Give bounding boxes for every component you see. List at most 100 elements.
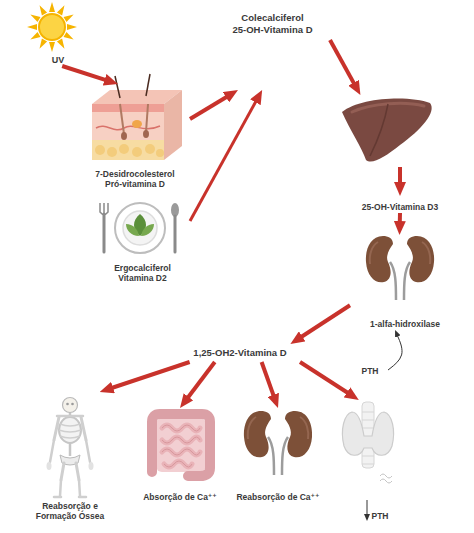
skin-icon [92, 112, 164, 140]
node-text: 25-OH-Vitamina D [232, 24, 312, 36]
sun-node: UV [28, 0, 88, 66]
liver-icon [370, 104, 388, 156]
thyroid-node: PTH [330, 400, 410, 522]
skeleton-icon [89, 462, 94, 470]
intestine-node: Absorção de Ca⁺⁺ [135, 408, 225, 503]
node-text: 25-OH-Vitamina D3 [362, 202, 438, 213]
skin-icon [119, 144, 129, 154]
plate-icon [103, 214, 106, 252]
thyroid-icon [380, 474, 392, 483]
skin-icon [132, 120, 142, 128]
intestine-icon [162, 425, 200, 467]
skeleton-icon [60, 480, 61, 496]
kidney-icon [244, 411, 312, 475]
node-text: 7-Desidrocolesterol [95, 169, 174, 180]
skin-icon [121, 132, 127, 140]
skeleton-icon [86, 440, 90, 462]
sun-icon [57, 38, 67, 50]
node-text: Vitamina D2 [118, 273, 167, 284]
node-text: Reabsorção e Formação Óssea [28, 501, 113, 522]
skeleton-icon [76, 463, 79, 480]
hormone-label: PTH [352, 364, 388, 378]
sun-icon [29, 32, 41, 42]
skin-icon [92, 74, 182, 160]
skin-icon [107, 147, 117, 157]
thyroid-icon [367, 500, 368, 515]
flow-arrow [262, 362, 275, 398]
intestine-icon [162, 425, 200, 467]
flow-arrow [330, 40, 355, 85]
sun-icon [37, 38, 47, 50]
flow-arrow [110, 362, 189, 389]
sun-icon [63, 12, 75, 22]
node-text: Reabsorção de Ca⁺⁺ [236, 492, 319, 503]
skin-icon [145, 144, 155, 154]
skeleton-icon [66, 403, 69, 406]
skeleton-icon [59, 417, 81, 443]
intestine-icon [152, 414, 210, 476]
skin-node: 7-DesidrocolesterolPró-vitamina D [80, 84, 190, 190]
flow-arrow [190, 100, 257, 221]
node-text: Pró-vitamina D [105, 179, 165, 190]
kidney-node: Reabsorção de Ca⁺⁺ [233, 408, 323, 503]
sun-icon [49, 42, 55, 52]
compound-label: Colecalciferol25-OH-Vitamina D [215, 12, 330, 90]
node-text: Absorção de Ca⁺⁺ [143, 492, 217, 503]
intestine-icon [156, 418, 206, 472]
thyroid-icon [342, 412, 393, 455]
skin-icon [164, 90, 182, 160]
liver-icon [398, 167, 402, 185]
flow-arrow [398, 213, 402, 224]
node-text: 1-alfa-hidroxilase [370, 319, 440, 330]
sun-icon [63, 32, 75, 42]
liver-node: 25-OH-Vitamina D3 [340, 95, 460, 213]
skin-icon [92, 140, 164, 160]
liver-icon [342, 98, 432, 185]
regulation-arrow [388, 336, 402, 370]
sun-icon [27, 2, 77, 52]
compound-label: 1,25-OH2-Vitamina D [180, 344, 300, 362]
node-text: Ergocalciferol [114, 263, 171, 274]
skin-icon [92, 104, 164, 112]
plate-icon [126, 224, 139, 236]
thyroid-icon [342, 402, 393, 515]
plate-icon [174, 216, 177, 252]
sun-icon [27, 24, 37, 30]
skeleton-icon [47, 462, 52, 470]
skin-icon [120, 104, 124, 134]
flow-arrow [190, 96, 229, 119]
skeleton-icon [57, 415, 83, 418]
intestine-icon [152, 414, 210, 476]
plate-icon [141, 224, 154, 236]
skeleton-icon [63, 398, 78, 413]
skeleton-icon [50, 440, 54, 462]
skin-icon [115, 76, 120, 98]
skeleton-icon [59, 424, 81, 438]
kidney-icon [366, 236, 434, 300]
plate-icon [123, 211, 157, 245]
skeleton-icon [71, 403, 74, 406]
skeleton-icon [54, 496, 86, 499]
skin-icon [95, 145, 105, 155]
sun-icon [29, 12, 41, 22]
sun-icon [49, 2, 55, 12]
sun-icon [67, 24, 77, 30]
skeleton-icon [61, 463, 64, 480]
plate-icon [100, 203, 108, 215]
skin-icon [146, 74, 150, 96]
bone-node: Reabsorção e Formação Óssea [25, 392, 115, 522]
node-text: Colecalciferol [241, 12, 303, 24]
skin-icon [156, 149, 164, 157]
liver-icon [342, 98, 432, 161]
node-text: PTH [362, 366, 379, 377]
sun-icon [57, 4, 67, 16]
sun-icon [37, 4, 47, 16]
flow-arrow [300, 305, 350, 338]
plate-icon [103, 203, 105, 213]
skin-icon [143, 130, 149, 138]
skeleton-icon [79, 480, 80, 496]
flow-arrow [187, 362, 215, 399]
